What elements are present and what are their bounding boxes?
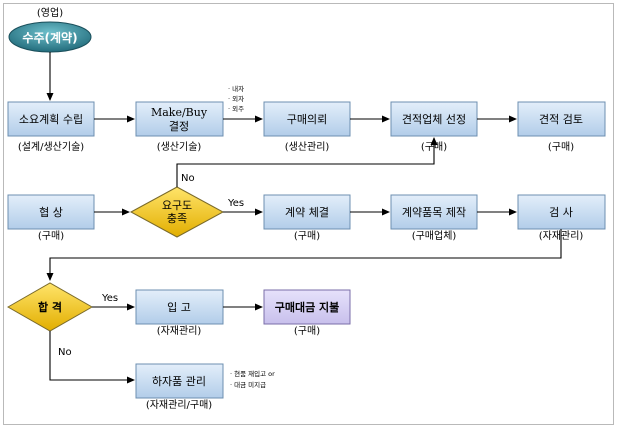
box-payment-dept: (구매) <box>294 325 320 337</box>
decision-pass-yes: Yes <box>101 293 118 304</box>
decision-pass-no: No <box>58 347 72 358</box>
box-defect-management <box>135 363 224 399</box>
box-make-buy-dept: (생산기술) <box>157 141 202 153</box>
defect-note-2: · 대금 미지급 <box>230 380 266 389</box>
box-requirement-planning <box>7 101 95 137</box>
box-negotiation-dept: (구매) <box>38 230 64 242</box>
box-vendor-selection-label: 견적업체 선정 <box>402 113 466 126</box>
box-contract <box>263 194 351 230</box>
box-requirement-planning-label: 소요계획 수립 <box>19 113 83 126</box>
decision-pass-label: 합 격 <box>38 300 62 314</box>
box-payment <box>263 289 351 325</box>
box-negotiation <box>7 194 95 230</box>
box-contract-label: 계약 체결 <box>285 205 329 219</box>
box-manufacture-label: 계약품목 제작 <box>402 205 466 219</box>
diagram-frame <box>3 3 614 425</box>
box-make-buy-line2: 결정 <box>169 120 189 133</box>
box-make-buy-line1: Make/Buy <box>151 106 208 119</box>
box-quote-review-label: 견적 검토 <box>539 113 583 126</box>
box-inspection-label: 검 사 <box>549 206 573 219</box>
box-defect-management-label: 하자품 관리 <box>152 374 206 388</box>
box-purchase-request <box>263 101 351 137</box>
decision-requirements-line2: 충족 <box>167 212 187 225</box>
decision-requirements-line1: 요구도 <box>162 199 192 212</box>
box-manufacture-dept: (구매업체) <box>412 229 457 242</box>
defect-note-1: · 현품 재입고 or <box>230 370 275 378</box>
box-inspection <box>517 194 606 230</box>
make-buy-note-3: · 외주 <box>228 105 244 113</box>
box-receiving-dept: (자재관리) <box>157 325 202 337</box>
start-label: 수주(계약) <box>22 30 77 45</box>
box-payment-label: 구매대금 지불 <box>275 300 340 314</box>
box-quote-review-dept: (구매) <box>548 141 574 153</box>
box-requirement-planning-dept: (설계/생산기술) <box>18 141 84 153</box>
box-quote-review <box>517 101 606 137</box>
box-make-buy <box>135 101 224 137</box>
box-negotiation-label: 협 상 <box>39 206 63 219</box>
box-contract-dept: (구매) <box>294 230 320 242</box>
box-receiving <box>135 289 224 325</box>
box-purchase-request-dept: (생산관리) <box>285 141 330 153</box>
box-purchase-request-label: 구매의뢰 <box>287 113 327 126</box>
top-label: (영업) <box>37 6 63 19</box>
decision-requirements-no: No <box>181 173 195 184</box>
make-buy-note-2: · 외자 <box>228 94 244 103</box>
box-defect-management-dept: (자재관리/구매) <box>146 399 212 411</box>
make-buy-note-1: · 내자 <box>228 84 244 93</box>
box-receiving-label: 입 고 <box>167 301 191 314</box>
decision-requirements-yes: Yes <box>227 198 244 209</box>
